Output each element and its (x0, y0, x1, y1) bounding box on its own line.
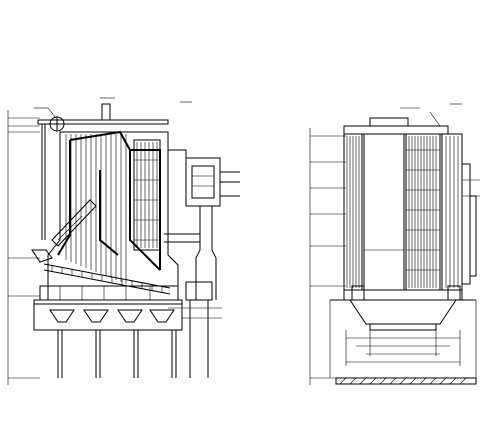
ash-hopper-outlet (369, 323, 437, 331)
rear-duct-right (211, 206, 217, 300)
rear-duct-left (195, 206, 201, 300)
right-front-elevation (309, 103, 480, 385)
roof-header (343, 125, 449, 135)
convection-bank-tubes (406, 136, 440, 288)
flue-outlet-duct (168, 149, 187, 170)
flue-gas-path (69, 130, 161, 271)
air-plenum (39, 285, 179, 301)
ash-hopper-2 (83, 309, 109, 323)
grate-links (51, 265, 163, 293)
ash-hopper-3 (117, 309, 143, 323)
right-downcomer (461, 163, 471, 285)
foundation-slab (33, 299, 183, 305)
superheater-tubes (134, 142, 160, 248)
furnace-baffle (99, 170, 119, 256)
coal-hopper (31, 249, 53, 263)
chain-grate-bottom (43, 269, 171, 295)
ash-hopper-4 (149, 309, 175, 323)
side-wall-right-tubes (445, 136, 459, 288)
furnace-wall-left (57, 140, 71, 256)
roof-casing (369, 117, 409, 127)
chain-grate-top (43, 263, 171, 289)
left-side-elevation (7, 97, 240, 385)
drum-leader-2 (47, 107, 57, 119)
air-heater (185, 157, 221, 207)
chute-hatch (57, 215, 83, 241)
furnace-front (363, 133, 405, 291)
convection-pass (133, 139, 161, 251)
waterwall-tubes (65, 134, 127, 284)
air-heater-core (191, 165, 215, 199)
ash-pit (33, 303, 183, 331)
coal-chute (51, 199, 97, 247)
ash-hopper-front (349, 299, 457, 325)
convection-bank-front (405, 133, 441, 291)
ash-hopper-1 (49, 309, 75, 323)
right-riser (469, 195, 477, 277)
top-stack (101, 103, 111, 121)
ground-hatch (339, 377, 467, 385)
right-bottom-box (447, 285, 461, 301)
side-wall-left-tubes (346, 136, 360, 288)
side-wall-right (441, 133, 463, 291)
bottom-header (343, 289, 463, 301)
vent-pipe (429, 111, 441, 127)
ash-collector (185, 281, 213, 301)
